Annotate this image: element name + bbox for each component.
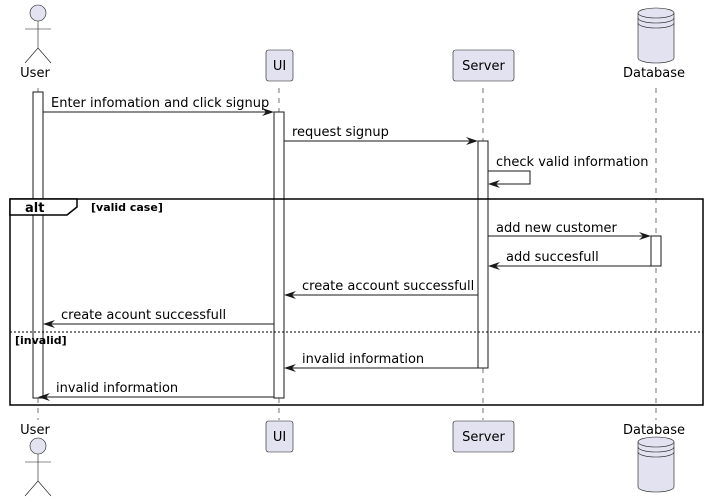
arrow-head <box>488 262 500 270</box>
message-invalid-ui: invalid information <box>38 381 274 401</box>
arrow-head <box>488 180 500 188</box>
participant-database-top: Database <box>623 7 685 81</box>
participant-label-server: Server <box>462 59 505 74</box>
database-icon <box>637 436 675 493</box>
message-label: create account successfull <box>302 279 474 294</box>
participant-label-server-bottom: Server <box>462 430 505 445</box>
participant-label-user-bottom: User <box>20 423 50 438</box>
activation-server <box>477 140 489 369</box>
participant-server-bottom: Server <box>452 420 515 453</box>
fragment-guard-valid: [valid case] <box>91 201 163 214</box>
arrow-head <box>43 320 55 328</box>
arrow-head <box>466 137 478 145</box>
participant-label-ui: UI <box>273 59 286 74</box>
participant-box <box>265 420 294 453</box>
message-label: create acount successfull <box>61 308 226 323</box>
arrow-head <box>284 364 296 372</box>
message-label: invalid information <box>56 381 178 396</box>
participant-label-ui-bottom: UI <box>273 430 286 445</box>
participant-box <box>265 49 294 82</box>
participant-label-database: Database <box>623 66 685 81</box>
fragment-guard-invalid: [invalid] <box>15 334 67 347</box>
message-create-success-ui: create acount successfull <box>43 308 274 328</box>
participant-database-bottom: Database <box>623 423 685 493</box>
message-label: add new customer <box>496 221 617 236</box>
message-label: check valid information <box>496 155 649 170</box>
database-icon <box>637 7 675 64</box>
actor-icon <box>24 4 52 64</box>
fragment-frame <box>9 198 704 406</box>
participant-ui-top: UI <box>265 49 294 82</box>
message-label: add succesfull <box>506 250 599 265</box>
participant-box <box>452 49 515 82</box>
arrow-head <box>639 232 651 240</box>
actor-icon <box>24 437 52 497</box>
participant-server-top: Server <box>452 49 515 82</box>
message-request-signup: request signup <box>284 125 478 145</box>
actor-user-top: User <box>20 4 52 81</box>
message-add-customer: add new customer <box>488 221 651 240</box>
message-create-success-server: create account successfull <box>284 279 478 299</box>
activation-user <box>32 91 44 399</box>
fragment-keyword: alt <box>25 201 44 216</box>
activation-database <box>650 235 662 267</box>
participant-label-database-bottom: Database <box>623 423 685 438</box>
message-enter-info: Enter infomation and click signup <box>43 96 274 116</box>
participant-box <box>452 420 515 453</box>
arrow-head <box>262 108 274 116</box>
arrow-head <box>284 291 296 299</box>
alt-fragment: alt [valid case] [invalid] <box>9 198 704 406</box>
actor-user-bottom: User <box>20 423 52 497</box>
participant-ui-bottom: UI <box>265 420 294 453</box>
activation-ui <box>273 111 285 399</box>
message-label: request signup <box>292 125 389 140</box>
arrow-head <box>38 393 50 401</box>
participant-label-user: User <box>20 66 50 81</box>
message-add-success: add succesfull <box>488 250 651 270</box>
message-check-valid: check valid information <box>488 155 649 188</box>
message-invalid-server: invalid information <box>284 352 478 372</box>
message-label: invalid information <box>302 352 424 367</box>
message-label: Enter infomation and click signup <box>51 96 269 111</box>
fragment-tab <box>9 198 78 216</box>
